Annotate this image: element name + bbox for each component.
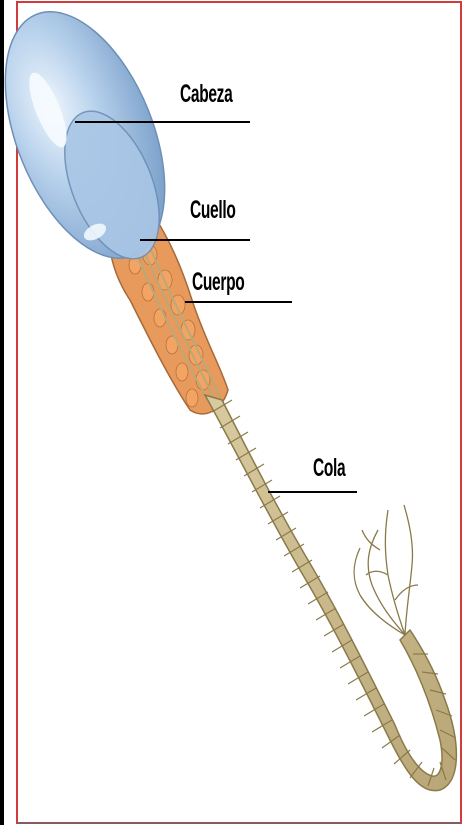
tail-end-filaments [354, 505, 418, 635]
label-body: Cuerpo [192, 270, 244, 295]
label-head: Cabeza [180, 82, 232, 107]
label-tail: Cola [313, 456, 345, 481]
left-border-bar [0, 0, 4, 825]
label-neck: Cuello [190, 198, 236, 223]
